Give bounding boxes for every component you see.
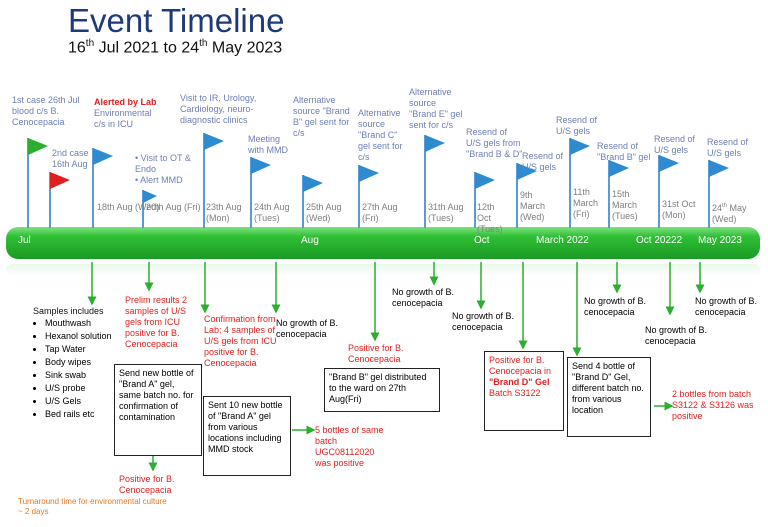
turnaround-footnote: Turnaround time for environmental cultur… xyxy=(18,497,167,516)
flag-green-icon xyxy=(28,138,48,155)
no-growth-5: No growth of B. cenocepacia xyxy=(645,325,708,346)
event-alt-brand-c: Alternative source "Brand C" gel sent fo… xyxy=(358,108,403,162)
bar-label-march-2022: March 2022 xyxy=(536,235,589,246)
event-visit-ot-date: 20th Aug (Fri) xyxy=(146,202,201,212)
positive-b-2: Positive for B. Cenocepacia xyxy=(348,343,404,364)
five-bottles-positive: 5 bottles of same batch UGC08112020 was … xyxy=(315,425,384,468)
prelim-results: Prelim results 2 samples of U/S gels fro… xyxy=(125,295,188,349)
no-growth-6: No growth of B. cenocepacia xyxy=(695,296,758,317)
event-resend-brand-b-date: 15th March (Tues) xyxy=(612,189,638,221)
sample-item: Bed rails etc xyxy=(45,408,123,421)
event-meeting-mmd-date: 24th Aug (Tues) xyxy=(254,202,290,223)
sample-item: Hexanol solution xyxy=(45,330,123,343)
send-brand-a-box: Send new bottle of "Brand A" gel, same b… xyxy=(114,364,202,456)
no-growth-1: No growth of B. cenocepacia xyxy=(276,318,339,339)
event-resend-24may-date: 24th May (Wed) xyxy=(712,203,747,224)
timeline-bar xyxy=(6,227,760,259)
event-flags xyxy=(28,133,729,203)
brand-b-distributed-box: "Brand B" gel distributed to the ward on… xyxy=(324,368,440,412)
send-4-bottles-box: Send 4 bottle of "Brand D" Gel, differen… xyxy=(567,357,651,437)
event-env-date: 18th Aug (Wed) xyxy=(97,202,160,212)
event-alt-brand-e: Alternative source "Brand E" gel sent fo… xyxy=(409,87,463,130)
event-visit-ir-date: 23th Aug (Mon) xyxy=(206,202,242,223)
sample-item: Tap Water xyxy=(45,343,123,356)
event-resend-9mar-date: 9th March (Wed) xyxy=(520,190,546,222)
bar-label-may-2023: May 2023 xyxy=(698,235,742,246)
positive-b-1: Positive for B. Cenocepacia xyxy=(119,474,175,495)
timeline-bar-shadow xyxy=(6,264,760,276)
bar-label-oct-2022: Oct 20222 xyxy=(636,235,683,246)
event-resend-11mar-date: 11th March (Fri) xyxy=(573,187,599,219)
event-resend-brand-b: Resend of "Brand B" gel xyxy=(597,141,651,162)
event-first-case: 1st case 26th Jul blood c/s B. Cenocepac… xyxy=(12,95,80,127)
event-resend-31oct: Resend of U/S gels xyxy=(654,134,696,155)
flag-red-icon xyxy=(50,172,70,189)
sent-10-bottles-box: Sent 10 new bottle of "Brand A" gel from… xyxy=(203,396,291,476)
sample-item: Sink swab xyxy=(45,369,123,382)
event-alt-brand-c-date: 27th Aug (Fri) xyxy=(362,202,398,223)
event-resend-9mar: Resend of U/S gels xyxy=(522,151,564,172)
event-visit-ot: • Visit to OT & Endo • Alert MMD xyxy=(135,153,191,185)
event-resend-31oct-date: 31st Oct (Mon) xyxy=(662,199,696,220)
event-second-case: 2nd case 16th Aug xyxy=(52,148,89,169)
sample-item: Body wipes xyxy=(45,356,123,369)
event-resend-bd: Resend of U/S gels from "Brand B & D" xyxy=(466,127,523,159)
event-alt-brand-e-date: 31th Aug (Tues) xyxy=(428,202,464,223)
event-env-cs: Environmental c/s in ICU xyxy=(94,108,152,129)
samples-list: Samples includes MouthwashHexanol soluti… xyxy=(33,306,123,421)
confirmation-from-lab: Confirmation from Lab; 4 samples of U/S … xyxy=(204,314,277,368)
event-visit-ir: Visit to IR, Urology, Cardiology, neuro-… xyxy=(180,93,257,125)
bar-label-aug: Aug xyxy=(301,235,319,246)
alerted-by-lab: Alerted by Lab xyxy=(94,97,157,107)
event-resend-24may: Resend of U/S gels xyxy=(707,137,749,158)
bar-label-jul: Jul xyxy=(18,235,31,246)
event-alt-brand-b-date: 25th Aug (Wed) xyxy=(306,202,342,223)
sample-item: U/S Gels xyxy=(45,395,123,408)
event-meeting-mmd: Meeting with MMD xyxy=(248,134,288,155)
page-title: Event Timeline xyxy=(68,2,285,39)
sample-item: Mouthwash xyxy=(45,317,123,330)
no-growth-3: No growth of B. cenocepacia xyxy=(452,311,515,332)
event-resend-11mar: Resend of U/S gels xyxy=(556,115,598,136)
no-growth-4: No growth of B. cenocepacia xyxy=(584,296,647,317)
brand-d-positive-box: Positive for B. Cenocepacia in "Brand D"… xyxy=(484,351,564,431)
event-alt-brand-b: Alternative source "Brand B" gel sent fo… xyxy=(293,95,350,138)
sample-item: U/S probe xyxy=(45,382,123,395)
date-range-subtitle: 16th Jul 2021 to 24th May 2023 xyxy=(68,38,283,57)
event-resend-bd-date: 12th Oct (Tues) xyxy=(477,202,503,234)
bar-label-oct: Oct xyxy=(474,235,490,246)
outcome-arrows xyxy=(87,262,705,472)
two-bottles-positive: 2 bottles from batch S3122 & S3126 was p… xyxy=(672,389,754,421)
no-growth-2: No growth of B. cenocepacia xyxy=(392,287,455,308)
